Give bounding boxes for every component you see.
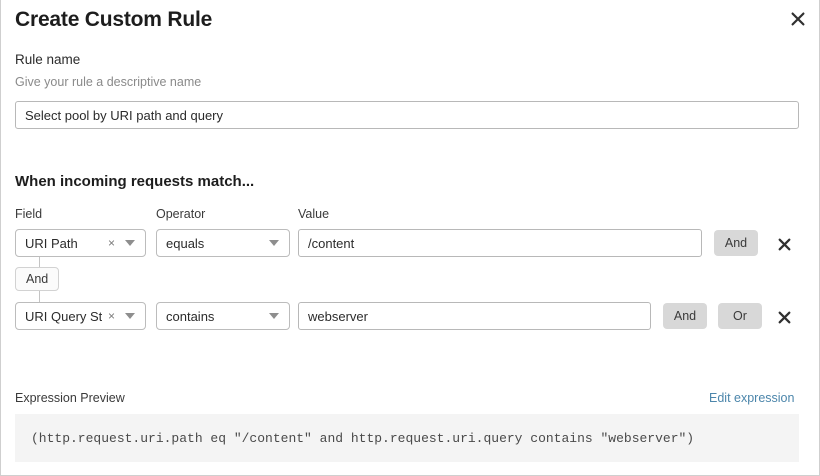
close-icon[interactable] [785,6,811,32]
close-icon-row-2 [778,311,790,323]
delete-row-button-row-1[interactable] [774,234,794,254]
field-select-row-1[interactable]: URI Path × [15,229,146,257]
connector-line-top [39,257,40,267]
and-button-row-2[interactable]: And [663,303,707,329]
expression-preview-code: (http.request.uri.path eq "/content" and… [31,430,695,446]
field-clear-icon-row-1[interactable]: × [107,236,115,250]
connector-line-bottom [39,291,40,302]
close-glyph [791,12,805,26]
column-header-field: Field [15,207,43,221]
connector-and-badge[interactable]: And [15,267,60,291]
edit-expression-link[interactable]: Edit expression [709,391,795,405]
value-input-row-1[interactable] [298,229,702,257]
chevron-down-icon-field-row-1[interactable] [121,240,145,246]
chevron-down-icon-operator-row-1[interactable] [265,240,289,246]
close-icon-row-1 [778,238,790,250]
match-section-heading: When incoming requests match... [15,173,255,190]
page-title: Create Custom Rule [15,8,213,31]
rule-name-label: Rule name [15,52,81,67]
operator-select-value-row-2: contains [166,308,215,324]
chevron-down-icon-operator-row-2[interactable] [265,313,289,319]
delete-row-button-row-2[interactable] [774,307,794,327]
field-clear-icon-row-2[interactable]: × [107,309,115,323]
operator-select-value-row-1: equals [166,235,205,251]
field-select-value-row-2: URI Query St... [25,308,102,324]
column-header-operator: Operator [156,207,206,221]
expression-preview-box: (http.request.uri.path eq "/content" and… [15,414,799,462]
operator-select-row-2[interactable]: contains [156,302,290,330]
rule-name-help: Give your rule a descriptive name [15,75,202,89]
field-select-row-2[interactable]: URI Query St... × [15,302,146,330]
rule-name-input[interactable] [15,101,799,129]
value-input-row-2[interactable] [298,302,651,330]
or-button-row-2[interactable]: Or [718,303,762,329]
and-button-row-1[interactable]: And [714,230,758,256]
column-header-value: Value [298,207,330,221]
field-select-value-row-1: URI Path [25,235,78,251]
expression-preview-label: Expression Preview [15,391,125,405]
operator-select-row-1[interactable]: equals [156,229,290,257]
chevron-down-icon-field-row-2[interactable] [121,313,145,319]
